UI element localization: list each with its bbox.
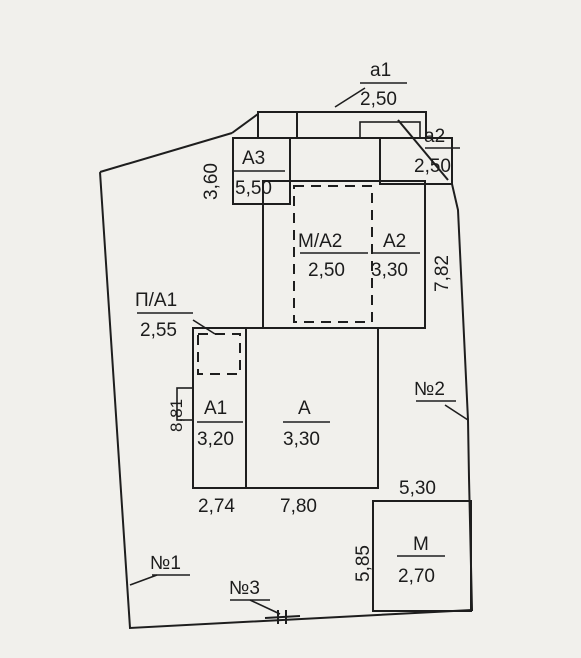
- label-fence-n1: №1: [150, 553, 181, 574]
- pa1-pointer: [192, 319, 216, 335]
- n2-pointer: [444, 404, 469, 421]
- room-a2-top: [379, 137, 453, 185]
- label-a3-value: 5,50: [235, 178, 272, 199]
- label-a1-room-dim: 8,81: [167, 399, 186, 432]
- label-a1-value: 2,50: [360, 89, 397, 110]
- label-a2-room-name: А2: [383, 231, 406, 252]
- label-m-dim-top: 5,30: [399, 478, 436, 499]
- label-m-name: М: [413, 534, 429, 555]
- room-m: [372, 500, 472, 612]
- label-ma2-name: М/А2: [298, 231, 342, 252]
- n3-pointer: [249, 599, 281, 615]
- label-fence-n3: №3: [229, 578, 260, 599]
- label-ma2-value: 2,50: [308, 260, 345, 281]
- label-a2-room-dim: 7,82: [432, 255, 453, 292]
- label-a3-dim: 3,60: [201, 163, 222, 200]
- pa1-dashed-outline: [197, 333, 241, 375]
- label-a2-value: 2,50: [414, 156, 451, 177]
- label-a-name: А: [298, 398, 311, 419]
- annex-top: [257, 111, 427, 139]
- n1-pointer: [129, 574, 158, 586]
- label-pa1-value: 2,55: [140, 320, 177, 341]
- annex-slant: [231, 113, 259, 134]
- label-a1-room-name: А1: [204, 398, 227, 419]
- label-fence-n2: №2: [414, 379, 445, 400]
- label-a2-room-value: 3,30: [371, 260, 408, 281]
- label-a1-name: а1: [370, 60, 391, 81]
- label-a1-room-value: 3,20: [197, 429, 234, 450]
- label-pa1-name: П/А1: [135, 290, 177, 311]
- label-dim-bottom-right: 7,80: [280, 496, 317, 517]
- label-m-dim-left: 5,85: [353, 545, 374, 582]
- label-m-value: 2,70: [398, 566, 435, 587]
- ma2-dashed-outline: [293, 185, 373, 323]
- label-dim-bottom-left: 2,74: [198, 496, 235, 517]
- label-a3-name: А3: [242, 148, 265, 169]
- lot-boundary: [99, 132, 474, 630]
- gate-line: [264, 615, 301, 619]
- a1-pointer-line: [334, 87, 366, 108]
- a2-pointer: [397, 119, 449, 181]
- room-strip: [289, 137, 381, 182]
- label-a-value: 3,30: [283, 429, 320, 450]
- a1-step: [176, 387, 194, 421]
- label-a2-name: а2: [424, 126, 445, 147]
